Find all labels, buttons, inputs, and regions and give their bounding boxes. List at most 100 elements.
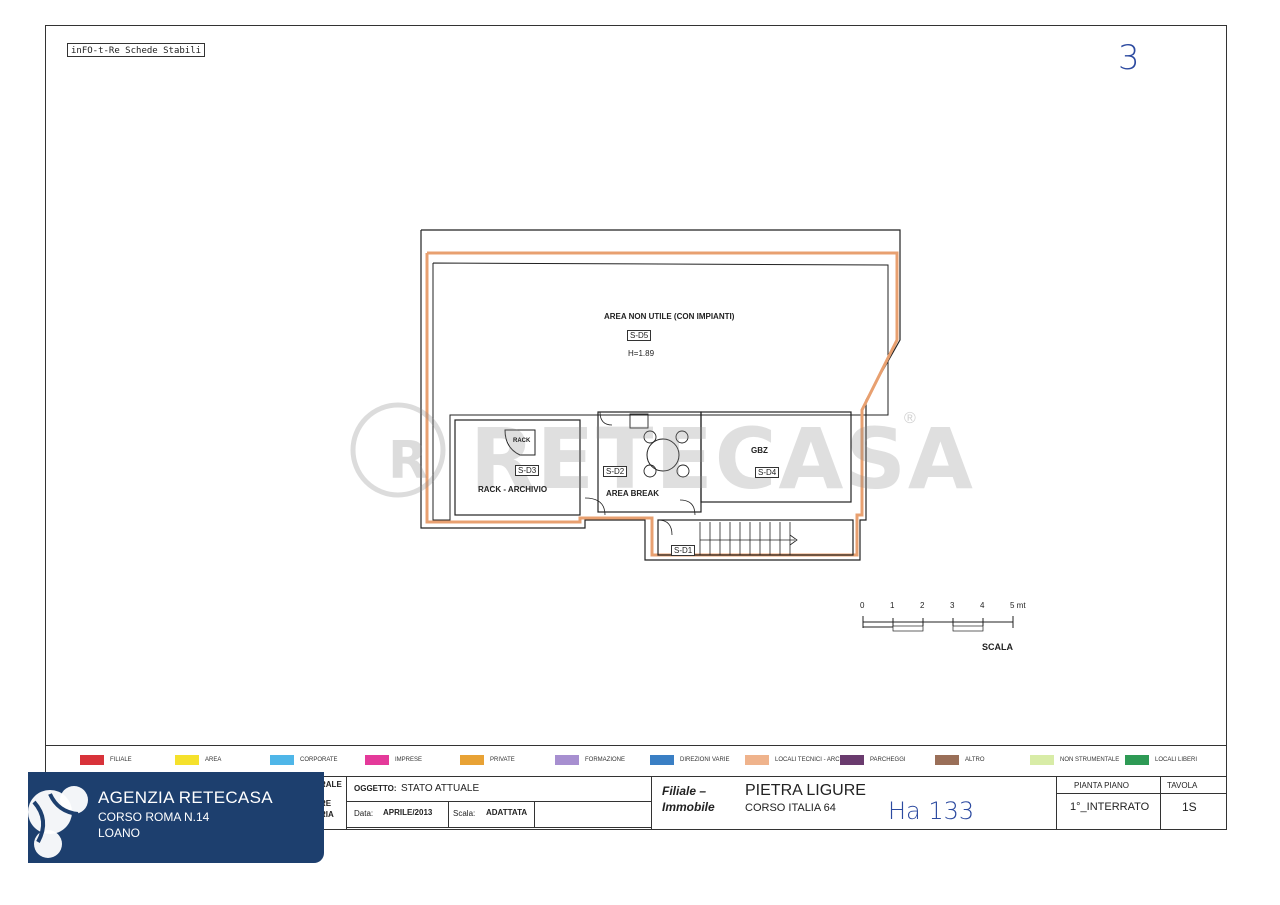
rack-fixture — [504, 429, 536, 456]
legend-label: PRIVATE — [490, 757, 515, 763]
legend-item: DIREZIONI VARIE — [650, 755, 730, 765]
legend-swatch — [175, 755, 199, 765]
room-code-d4: S-D4 — [755, 467, 780, 478]
legend-item: AREA — [175, 755, 221, 765]
scala-value: ADATTATA — [486, 808, 528, 817]
door-arc-3 — [679, 499, 696, 516]
pianta-value: 1°_INTERRATO — [1070, 801, 1150, 813]
data-value: APRILE/2013 — [383, 808, 433, 817]
legend-swatch — [650, 755, 674, 765]
registered-mark: ® — [904, 410, 916, 427]
pianta-label: PIANTA PIANO — [1074, 781, 1129, 790]
scale-label: SCALA — [982, 642, 1013, 652]
scala-label: Scala: — [453, 809, 476, 818]
chair-1 — [643, 430, 657, 444]
filiale-label: Filiale – — [662, 784, 707, 798]
room-code-d5: S-D5 — [627, 330, 652, 341]
watermark-text: RETECASA — [470, 410, 975, 508]
legend-swatch — [935, 755, 959, 765]
legend-item: PRIVATE — [460, 755, 515, 765]
cabinet — [629, 413, 649, 429]
agency-logo-icon — [28, 786, 88, 858]
room-code-d1: S-D1 — [671, 545, 696, 556]
legend-swatch — [80, 755, 104, 765]
area-outline — [425, 251, 899, 557]
scale-tick-1: 1 — [890, 601, 895, 610]
room-gbz — [700, 411, 852, 503]
rack-label: RACK — [513, 438, 531, 444]
chair-3 — [643, 464, 657, 478]
tavola-label: TAVOLA — [1167, 781, 1198, 790]
legend-swatch — [555, 755, 579, 765]
data-label: Data: — [354, 809, 374, 818]
scale-tick-2: 2 — [920, 601, 925, 610]
legend-label: CORPORATE — [300, 757, 338, 763]
chair-4 — [676, 464, 690, 478]
legend-swatch — [270, 755, 294, 765]
legend-item: NON STRUMENTALE — [1030, 755, 1119, 765]
legend-swatch — [460, 755, 484, 765]
legend-label: LOCALI TECNICI - ARCHIVI — [775, 757, 852, 763]
oggetto-label: OGGETTO: — [354, 784, 397, 793]
room-label-area-break: AREA BREAK — [606, 489, 660, 498]
stair-area — [657, 519, 854, 556]
color-legend: FILIALE AREA CORPORATE IMPRESE PRIVATE FORMAZ… — [80, 755, 1220, 769]
legend-item: LOCALI TECNICI - ARCHIVI — [745, 755, 851, 765]
agency-card: AGENZIA RETECASA CORSO ROMA N.14 LOANO — [28, 772, 324, 863]
legend-label: DIREZIONI VARIE — [680, 757, 730, 763]
room-label-rack-archivio: RACK - ARCHIVIO — [478, 485, 548, 494]
legend-item: ALTRO — [935, 755, 985, 765]
stairs — [699, 522, 798, 555]
scale-tick-3: 3 — [950, 601, 955, 610]
chair-2 — [675, 430, 689, 444]
legend-item: LOCALI LIBERI — [1125, 755, 1197, 765]
scale-bar — [862, 616, 1014, 632]
legend-swatch — [745, 755, 769, 765]
room-height-note: H=1.89 — [628, 349, 655, 358]
tavola-value: 1S — [1182, 800, 1197, 814]
legend-item: CORPORATE — [270, 755, 338, 765]
legend-item: IMPRESE — [365, 755, 422, 765]
legend-item: FILIALE — [80, 755, 132, 765]
room-label-area-non-utile: AREA NON UTILE (CON IMPIANTI) — [604, 312, 735, 321]
scale-tick-0: 0 — [860, 601, 865, 610]
scale-tick-5: 5 mt — [1010, 601, 1026, 610]
title-fragment-2: RE — [320, 799, 332, 808]
watermark-logo — [350, 402, 446, 498]
legend-divider — [45, 745, 1227, 746]
door-arc-1 — [584, 497, 606, 516]
room-label-gbz: GBZ — [751, 446, 768, 455]
title-fragment-1: RALE — [320, 780, 342, 789]
svg-text:R: R — [388, 431, 428, 491]
legend-label: IMPRESE — [395, 757, 423, 763]
legend-label: FORMAZIONE — [585, 757, 625, 763]
door-arc-2 — [599, 411, 613, 426]
handwritten-note: Ha 133 — [888, 797, 975, 825]
agency-name: AGENZIA RETECASA — [98, 788, 273, 807]
legend-swatch — [365, 755, 389, 765]
inner-wall — [432, 262, 889, 521]
scale-tick-4: 4 — [980, 601, 985, 610]
sheet-tag: inFO-t-Re Schede Stabili — [67, 43, 205, 57]
outer-wall — [420, 229, 901, 561]
agency-address: CORSO ROMA N.14 — [98, 810, 210, 824]
legend-swatch — [840, 755, 864, 765]
oggetto-value: STATO ATTUALE — [401, 783, 480, 794]
legend-label: ALTRO — [965, 757, 985, 763]
legend-label: AREA — [205, 757, 222, 763]
break-table — [646, 438, 680, 472]
legend-label: FILIALE — [110, 757, 132, 763]
immobile-label: Immobile — [662, 800, 715, 814]
address-line: CORSO ITALIA 64 — [745, 802, 836, 814]
legend-label: LOCALI LIBERI — [1155, 757, 1198, 763]
legend-label: PARCHEGGI — [870, 757, 906, 763]
legend-item: FORMAZIONE — [555, 755, 625, 765]
room-rack-archivio — [454, 419, 581, 516]
title-block: RALE RE RIA OGGETTO: STATO ATTUALE Data:… — [310, 776, 1227, 831]
city-name: PIETRA LIGURE — [745, 782, 866, 799]
title-fragment-3: RIA — [320, 810, 334, 819]
legend-item: PARCHEGGI — [840, 755, 906, 765]
legend-swatch — [1030, 755, 1054, 765]
page-number: 3 — [1118, 38, 1140, 78]
